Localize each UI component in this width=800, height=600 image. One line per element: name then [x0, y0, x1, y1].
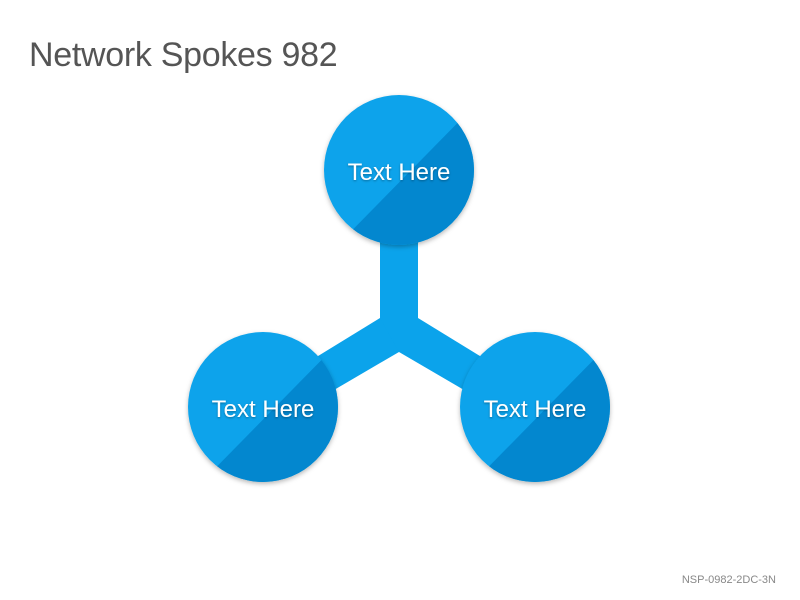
page-title: Network Spokes 982 — [29, 36, 338, 74]
node-bottom-right-label: Text Here — [484, 396, 587, 423]
footer-code: NSP-0982-2DC-3N — [681, 574, 776, 586]
node-bottom-right-shade — [460, 337, 610, 482]
node-bottom-left-label: Text Here — [212, 396, 315, 423]
spoke-center-hub — [380, 232, 418, 320]
node-top-label: Text Here — [348, 159, 451, 186]
node-bottom-left-shade — [188, 337, 338, 482]
node-top-shade — [324, 100, 474, 245]
